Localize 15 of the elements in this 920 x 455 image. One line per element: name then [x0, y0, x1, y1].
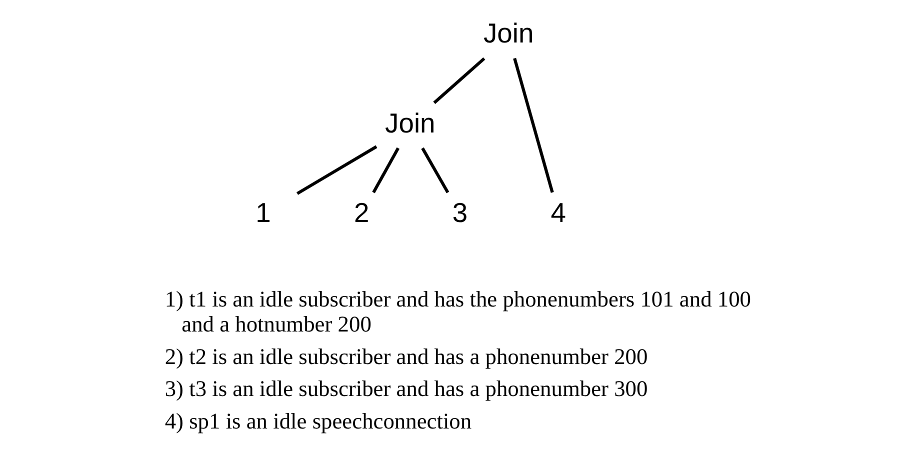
node-text: Join [483, 18, 534, 49]
node-text: Join [385, 107, 436, 138]
node-text: 3 [452, 197, 468, 228]
connector [433, 57, 486, 104]
node-text: 2 [354, 197, 370, 228]
label: 3) t3 is an idle subscriber and has a phonenumber 300 [164, 376, 648, 402]
connector [296, 145, 378, 195]
connector [372, 147, 400, 194]
node-text: 4 [550, 197, 566, 228]
label: 1) t1 is an idle subscriber and has the phonenumbers 101 and 100 and a hotnumber 200 [164, 286, 752, 336]
label: 4) sp1 is an idle speechconnection [164, 408, 472, 434]
connector [421, 147, 450, 194]
connector [513, 58, 554, 193]
label: 2) t2 is an idle subscriber and has a phonenumber 200 [164, 344, 648, 369]
node-text: 1 [256, 197, 271, 228]
